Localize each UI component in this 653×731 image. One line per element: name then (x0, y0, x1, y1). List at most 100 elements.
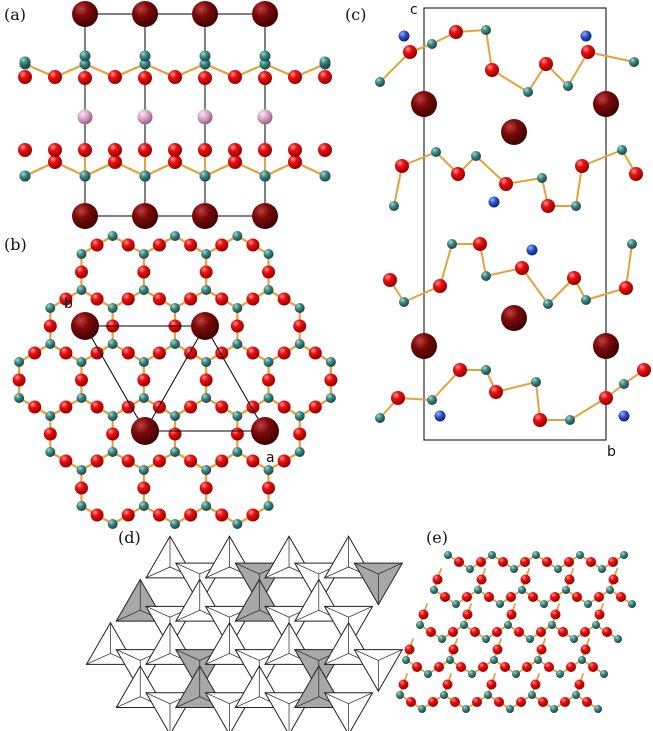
oxygen-atom (448, 644, 459, 655)
oxygen-atom (108, 155, 122, 169)
silicon-atom (170, 519, 180, 529)
oxygen-atom (293, 319, 307, 333)
oxygen-atom (184, 238, 198, 252)
silicon-atom (628, 600, 636, 608)
oxygen-atom (43, 427, 57, 441)
oxygen-atom (608, 557, 618, 567)
oxygen-atom (152, 238, 166, 252)
silicon-atom (416, 621, 424, 629)
silicon-atom (259, 50, 271, 62)
silicon-atom (468, 670, 476, 678)
oxygen-atom (637, 363, 651, 377)
oxygen-atom (293, 427, 307, 441)
oxygen-atom (567, 271, 581, 285)
silicon-atom (294, 411, 305, 421)
oxygen-atom (514, 627, 524, 637)
oxygen-atom (168, 427, 182, 441)
bond (625, 243, 633, 289)
oxygen-atom (484, 592, 494, 602)
silicon-atom (319, 56, 331, 68)
tetrahedron-edge (175, 696, 200, 708)
oxygen-atom (121, 400, 135, 414)
oxygen-atom (108, 143, 122, 157)
silicon-atom (460, 621, 468, 629)
silicon-atom (563, 81, 573, 91)
tetrahedron-edge (205, 653, 230, 665)
oxygen-atom (59, 292, 73, 306)
silicon-atom (232, 447, 243, 457)
large-cation (411, 333, 437, 359)
silicon-atom (548, 621, 556, 629)
silicon-atom (19, 170, 31, 182)
silicon-atom (139, 170, 151, 182)
silicon-atom (584, 600, 592, 608)
oxygen-atom (48, 143, 62, 157)
oxygen-atom (18, 143, 32, 157)
silicon-atom (138, 357, 149, 367)
silicon-atom (14, 357, 25, 367)
large-cation (192, 1, 218, 27)
silicon-atom (466, 565, 474, 573)
silicon-atom (512, 670, 520, 678)
oxygen-atom (500, 662, 510, 672)
oxygen-atom (581, 45, 595, 59)
silicon-atom (481, 271, 491, 281)
silicon-atom (107, 447, 118, 457)
silicon-atom (474, 586, 482, 594)
silicon-atom (259, 170, 271, 182)
silicon-atom (617, 145, 627, 155)
oxygen-atom (580, 627, 590, 637)
panel-b: (b) b a (4, 231, 338, 529)
oxygen-atom (48, 155, 62, 169)
oxygen-atom (528, 592, 538, 602)
silicon-atom (45, 339, 56, 349)
silicon-atom (562, 586, 570, 594)
silicon-atom (488, 551, 496, 559)
tetrahedron-edge (235, 696, 260, 708)
oxygen-atom (308, 346, 322, 360)
tetrahedron-edge (324, 566, 349, 579)
silicon-atom (578, 656, 586, 664)
oxygen-atom (522, 662, 532, 672)
oxygen-atom (74, 373, 88, 387)
silicon-atom (375, 77, 385, 87)
tetrahedron (323, 692, 374, 731)
oxygen-atom (462, 609, 473, 620)
oxygen-atom (542, 557, 552, 567)
oxygen-atom (108, 70, 122, 84)
oxygen-atom (288, 155, 302, 169)
silicon-atom (14, 393, 25, 403)
oxygen-atom (277, 400, 291, 414)
tetrahedron-edge (205, 692, 230, 704)
silicon-atom (570, 635, 578, 643)
panel-b-label: (b) (4, 235, 27, 254)
oxygen-atom (12, 373, 26, 387)
oxygen-atom (572, 592, 582, 602)
silicon-atom (232, 339, 243, 349)
oxygen-atom (277, 346, 291, 360)
silicon-atom (325, 357, 336, 367)
large-cation (593, 91, 619, 117)
large-cation (593, 333, 619, 359)
silicon-atom (45, 411, 56, 421)
silicon-atom (79, 58, 91, 70)
oxygen-atom (121, 238, 135, 252)
silicon-atom (481, 25, 491, 35)
oxygen-atom (541, 199, 555, 213)
oxygen-atom (318, 70, 332, 84)
oxygen-atom (586, 557, 596, 567)
large-cation (252, 203, 278, 229)
tetrahedron-edge (264, 653, 290, 665)
oxygen-atom (582, 697, 592, 707)
silicon-atom (556, 670, 564, 678)
silicon-atom (572, 691, 580, 699)
large-cation (71, 312, 99, 340)
large-cation (501, 305, 527, 331)
oxygen-atom (258, 143, 272, 157)
silicon-atom (627, 239, 637, 249)
silicon-atom (537, 173, 547, 183)
panel-d-tetrahedra-network (85, 535, 404, 731)
silicon-atom (504, 621, 512, 629)
oxygen-atom (442, 679, 453, 690)
panel-e: (e) (396, 528, 636, 713)
